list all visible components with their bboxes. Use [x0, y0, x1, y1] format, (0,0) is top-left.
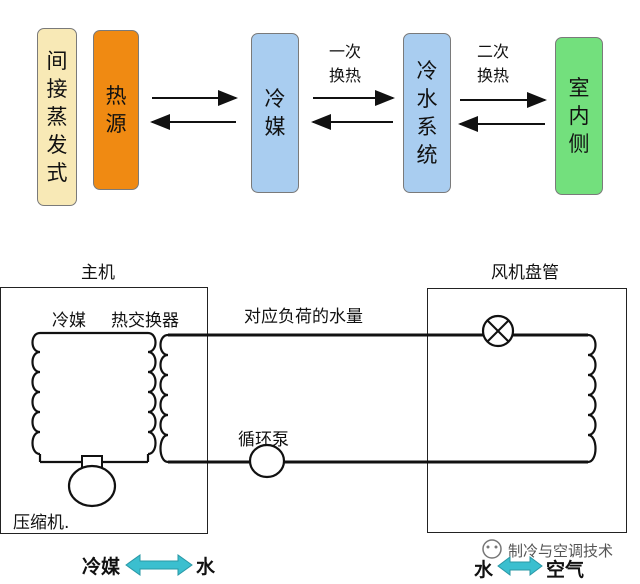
legend-left-water: 水 — [196, 556, 216, 578]
load-water-label: 对应负荷的水量 — [244, 307, 363, 327]
legend-arrow-left-icon — [125, 554, 193, 576]
indirect-char: 发 — [46, 133, 68, 157]
heat-source-char: 热 — [105, 84, 127, 108]
main-unit-frame — [0, 287, 208, 534]
indoor-char: 室 — [568, 76, 590, 100]
second-exchange-line2: 换热 — [477, 66, 510, 85]
exchanger-water-coil — [159, 333, 169, 464]
circulation-pump-icon — [248, 443, 286, 479]
indirect-char: 间 — [46, 49, 68, 73]
fan-coil-frame — [427, 288, 627, 533]
main-unit-label: 主机 — [81, 263, 115, 283]
refrigerant-char: 冷 — [264, 87, 286, 111]
valve-icon — [481, 314, 515, 348]
exchanger-refrigerant-coil — [147, 331, 157, 456]
legend-right-air: 空气 — [546, 559, 585, 581]
refrigerant-label: 冷媒 — [52, 311, 86, 331]
legend-right-water: 水 — [474, 559, 494, 581]
legend-left-refrigerant: 冷媒 — [82, 556, 121, 578]
indirect-char: 接 — [46, 77, 68, 101]
chilled-water-char: 系 — [416, 115, 438, 139]
heat-source-box: 热 源 — [93, 30, 139, 190]
evaporator-coil — [31, 331, 41, 456]
chilled-water-char: 统 — [416, 143, 438, 167]
indoor-side-box: 室 内 侧 — [555, 37, 603, 195]
indoor-char: 侧 — [568, 132, 590, 156]
fan-coil-label: 风机盘管 — [491, 263, 559, 283]
compressor-label: 压缩机. — [13, 513, 70, 533]
compressor-icon — [67, 455, 117, 508]
fan-coil-coil — [587, 333, 597, 464]
watermark-logo-icon — [482, 539, 502, 559]
pump-label: 循环泵 — [238, 430, 289, 450]
refrigerant-box: 冷 媒 — [251, 33, 299, 193]
first-exchange-label: 一次 换热 — [329, 40, 361, 88]
heat-exchanger-label: 热交换器 — [111, 311, 179, 331]
chilled-water-system-box: 冷 水 系 统 — [403, 33, 451, 193]
watermark-text: 制冷与空调技术 — [508, 542, 614, 560]
chilled-water-char: 水 — [416, 87, 438, 111]
indirect-evaporation-box: 间 接 蒸 发 式 — [37, 28, 77, 206]
first-exchange-line2: 换热 — [329, 66, 362, 85]
legend-arrow-right-icon — [497, 556, 543, 576]
second-exchange-line1: 二次 — [477, 42, 510, 61]
heat-source-char: 源 — [105, 112, 127, 136]
chilled-water-char: 冷 — [416, 59, 438, 83]
indirect-char: 蒸 — [46, 105, 68, 129]
second-exchange-label: 二次 换热 — [477, 40, 509, 88]
refrigerant-char: 媒 — [264, 115, 286, 139]
indirect-char: 式 — [46, 161, 68, 185]
first-exchange-line1: 一次 — [329, 42, 362, 61]
indoor-char: 内 — [568, 104, 590, 128]
